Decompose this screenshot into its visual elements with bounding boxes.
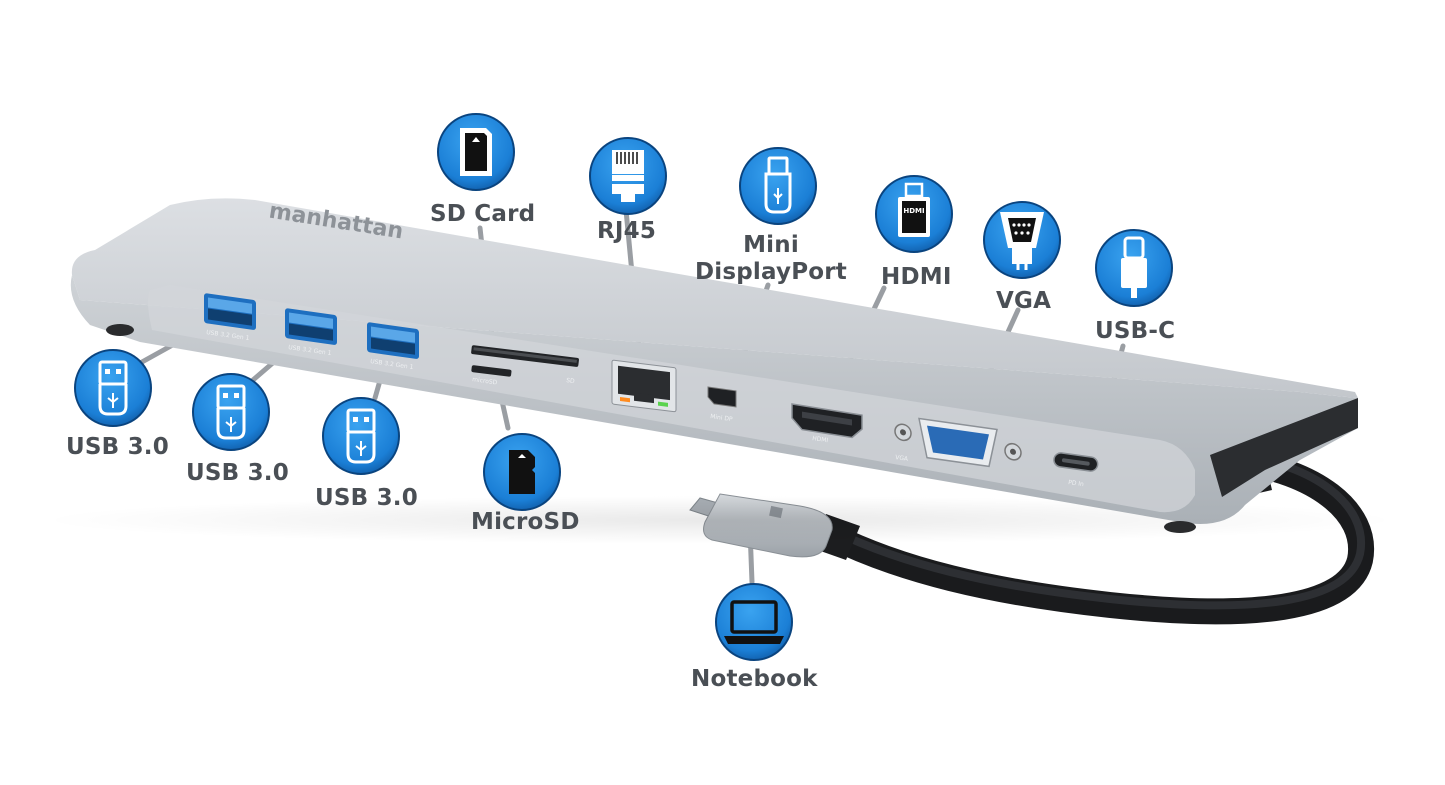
usb-a-port-2 [285, 308, 337, 345]
label-mini-displayport: Mini DisplayPort [695, 232, 847, 286]
hdmi-icon: HDMI [875, 175, 953, 253]
hdmi-port-mark: HDMI [812, 435, 829, 444]
hdmi-icon-text: HDMI [903, 207, 924, 215]
usb-a-icon [322, 397, 400, 475]
label-usb-c: USB-C [1095, 318, 1176, 344]
ethernet-icon [589, 137, 667, 215]
usb-c-icon [1095, 229, 1173, 307]
label-hdmi: HDMI [881, 264, 952, 290]
vga-port-mark: VGA [895, 454, 910, 463]
rj45-port [611, 359, 677, 413]
label-vga: VGA [996, 288, 1052, 314]
mini-dp-port [707, 386, 737, 408]
microsd-port-mark: microSD [472, 376, 498, 386]
vga-icon [983, 201, 1061, 279]
hub-ports [204, 293, 1099, 472]
sd-slot [471, 345, 579, 367]
icon-badges: HDMI [74, 113, 1173, 661]
label-usb-3: USB 3.0 [315, 485, 418, 511]
sd-card-icon [437, 113, 515, 191]
microsd-icon [483, 433, 561, 511]
usb-a-port-3 [367, 322, 419, 359]
label-usb-1: USB 3.0 [66, 434, 169, 460]
minidp-port-mark: Mini DP [710, 413, 734, 423]
usb-c-port [1053, 452, 1099, 472]
usb-a-port-1 [204, 293, 256, 330]
usb-a-icon [192, 373, 270, 451]
label-notebook: Notebook [691, 666, 818, 692]
hdmi-port [791, 403, 863, 439]
pd-port-mark: PD In [1068, 479, 1085, 488]
label-mini-displayport-line2: DisplayPort [694, 259, 848, 285]
label-rj45: RJ45 [597, 218, 657, 244]
label-mini-displayport-line1: Mini [743, 232, 799, 258]
mini-displayport-icon [739, 147, 817, 225]
usb-a-icon [74, 349, 152, 427]
vga-port [894, 417, 1022, 468]
label-microsd: MicroSD [471, 509, 580, 535]
microsd-slot [471, 365, 512, 377]
label-usb-2: USB 3.0 [186, 460, 289, 486]
label-sd-card: SD Card [430, 201, 536, 227]
sd-port-mark: SD [566, 377, 576, 385]
laptop-icon [715, 583, 793, 661]
